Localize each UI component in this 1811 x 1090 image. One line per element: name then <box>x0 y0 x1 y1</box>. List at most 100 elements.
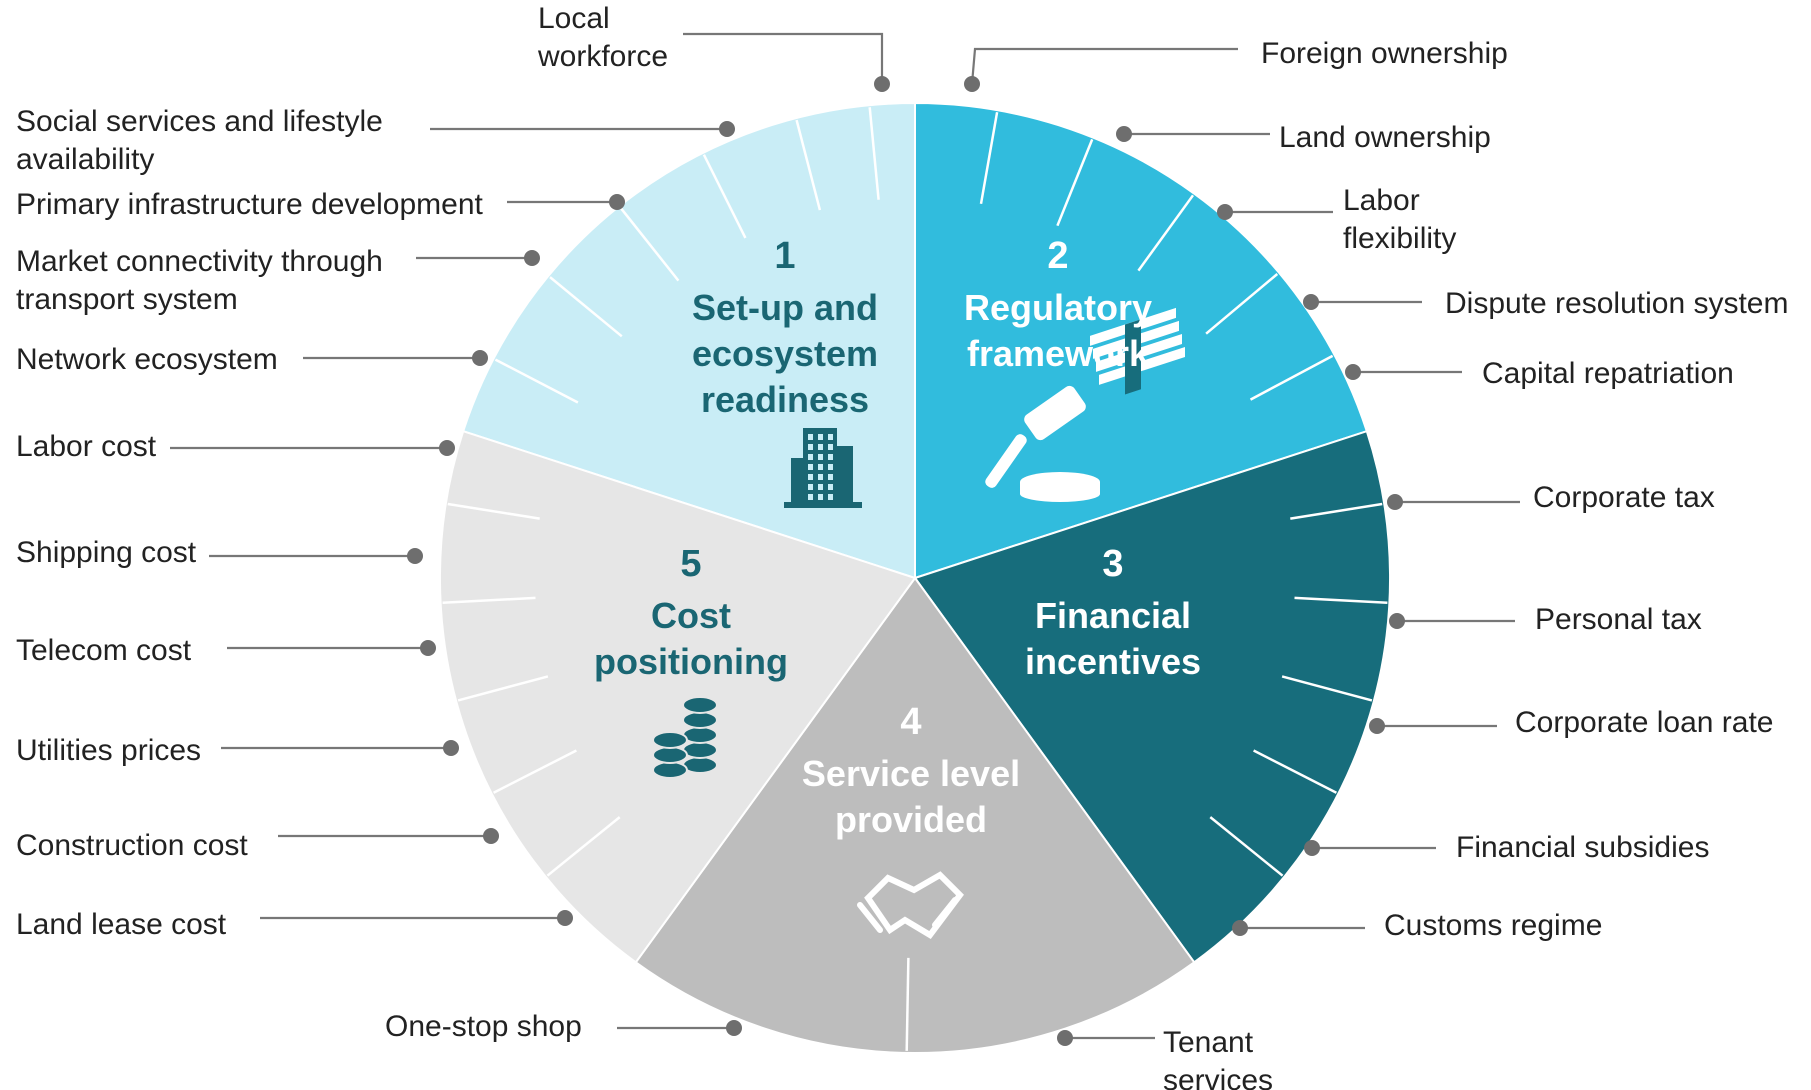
pillar-4-title-line: provided <box>835 799 987 840</box>
factor-label-pillar-3: Personal tax <box>1535 603 1702 636</box>
leader-dot <box>557 910 573 926</box>
pillar-4-number: 4 <box>900 701 921 743</box>
factor-label-pillar-4: Tenant <box>1163 1026 1254 1059</box>
leader-dot <box>1345 364 1361 380</box>
buildings-icon <box>784 428 862 508</box>
wedge-layer <box>438 101 1392 1054</box>
pillar-1-title-line: ecosystem <box>692 333 878 374</box>
factor-label-pillar-3: Corporate loan rate <box>1515 706 1774 739</box>
leader-line <box>970 47 1238 85</box>
leader-dot <box>439 440 455 456</box>
factor-label-pillar-1: Network ecosystem <box>16 343 278 376</box>
factor-label-pillar-2: Dispute resolution system <box>1445 287 1788 320</box>
pillar-5-number: 5 <box>680 543 701 585</box>
factor-label-pillar-1: Market connectivity through <box>16 245 383 278</box>
factor-label-pillar-4: One-stop shop <box>385 1010 582 1043</box>
factor-label-pillar-1: availability <box>16 143 154 176</box>
pillar-3-title-line: incentives <box>1025 641 1201 682</box>
leader-dot <box>719 121 735 137</box>
factor-label-pillar-4: services <box>1163 1064 1273 1090</box>
leader-dot <box>483 828 499 844</box>
pillar-1-number: 1 <box>774 235 795 277</box>
leader-dot <box>874 76 890 92</box>
pillar-1-title-line: readiness <box>701 379 869 420</box>
gavel-icon <box>985 385 1100 502</box>
wedge-divider-tick <box>619 207 680 282</box>
tick-layer <box>442 107 1388 1051</box>
factor-label-pillar-5: Shipping cost <box>16 536 197 569</box>
leader-dot <box>407 548 423 564</box>
pillar-5-wedge <box>438 429 917 964</box>
coins-icon <box>652 696 718 779</box>
pillar-5-title-line: positioning <box>594 641 788 682</box>
factor-label-pillar-5: Labor cost <box>16 430 157 463</box>
leader-line <box>683 32 884 84</box>
leader-dot <box>964 76 980 92</box>
wedge-divider-tick <box>1253 749 1337 794</box>
pillar-5-title-line: Cost <box>651 595 731 636</box>
leader-dot <box>1304 840 1320 856</box>
wedge-divider-tick <box>457 675 549 702</box>
factor-label-pillar-3: Corporate tax <box>1533 481 1715 514</box>
wedge-divider-tick <box>905 957 910 1051</box>
wedge-divider-tick <box>442 596 536 605</box>
pillar-2-number: 2 <box>1047 235 1068 277</box>
factor-label-pillar-2: Labor <box>1343 184 1420 217</box>
factor-label-pillar-1: transport system <box>16 283 238 316</box>
factor-label-pillar-1: workforce <box>537 40 668 73</box>
pillar-1-title-line: Set-up and <box>692 287 878 328</box>
leader-dot <box>609 194 625 210</box>
leader-layer <box>170 32 1520 1046</box>
factor-label-pillar-1: Local <box>538 2 610 35</box>
wedge-divider-tick <box>795 119 822 211</box>
wedge-divider-tick <box>549 276 623 338</box>
wedge-divider-tick <box>1209 816 1284 877</box>
pillar-2-title-line: Regulatory <box>964 287 1152 328</box>
factor-label-pillar-3: Customs regime <box>1384 909 1602 942</box>
icon-layer <box>652 307 1185 939</box>
factor-label-pillar-2: Land ownership <box>1279 121 1491 154</box>
pillar-3-number: 3 <box>1102 543 1123 585</box>
money-stack-icon <box>1090 307 1185 395</box>
pillar-4-wedge <box>634 576 1196 1054</box>
factor-label-pillar-3: Financial subsidies <box>1456 831 1709 864</box>
pillar-2-title-line: framework <box>967 333 1150 374</box>
factor-label-pillar-2: flexibility <box>1343 222 1456 255</box>
wedge-divider-tick <box>1294 596 1388 605</box>
pillar-3-wedge <box>913 429 1392 964</box>
factor-label-pillar-5: Telecom cost <box>16 634 192 667</box>
leader-dot <box>1369 718 1385 734</box>
wedge-divider-tick <box>1205 273 1279 335</box>
factor-label-pillar-2: Foreign ownership <box>1261 37 1508 70</box>
leader-dot <box>1232 920 1248 936</box>
factor-label-pillar-5: Land lease cost <box>16 908 227 941</box>
factor-label-pillar-2: Capital repatriation <box>1482 357 1734 390</box>
leader-dot <box>443 740 459 756</box>
wedge-divider-tick <box>1281 675 1373 702</box>
wedge-divider-tick <box>868 107 880 200</box>
wedge-divider-tick <box>493 749 577 794</box>
wedge-divider-tick <box>979 111 999 205</box>
leader-dot <box>726 1020 742 1036</box>
leader-dot <box>1389 613 1405 629</box>
pillar-3-title-line: Financial <box>1035 595 1191 636</box>
leader-dot <box>420 640 436 656</box>
leader-dot <box>1387 494 1403 510</box>
leader-dot <box>524 250 540 266</box>
leader-dot <box>1116 126 1132 142</box>
leader-dot <box>1217 204 1233 220</box>
leader-dot <box>1057 1030 1073 1046</box>
wedge-divider-tick <box>546 816 621 877</box>
wedge-divider-tick <box>702 154 747 239</box>
factor-label-pillar-5: Construction cost <box>16 829 248 862</box>
leader-dot <box>472 350 488 366</box>
factor-label-pillar-1: Primary infrastructure development <box>16 188 484 221</box>
leader-dot <box>1303 294 1319 310</box>
wedge-divider-tick <box>1249 354 1334 401</box>
wedge-divider-tick <box>447 502 540 520</box>
wedge-divider-tick <box>1137 194 1195 272</box>
handshake-icon <box>857 871 964 939</box>
